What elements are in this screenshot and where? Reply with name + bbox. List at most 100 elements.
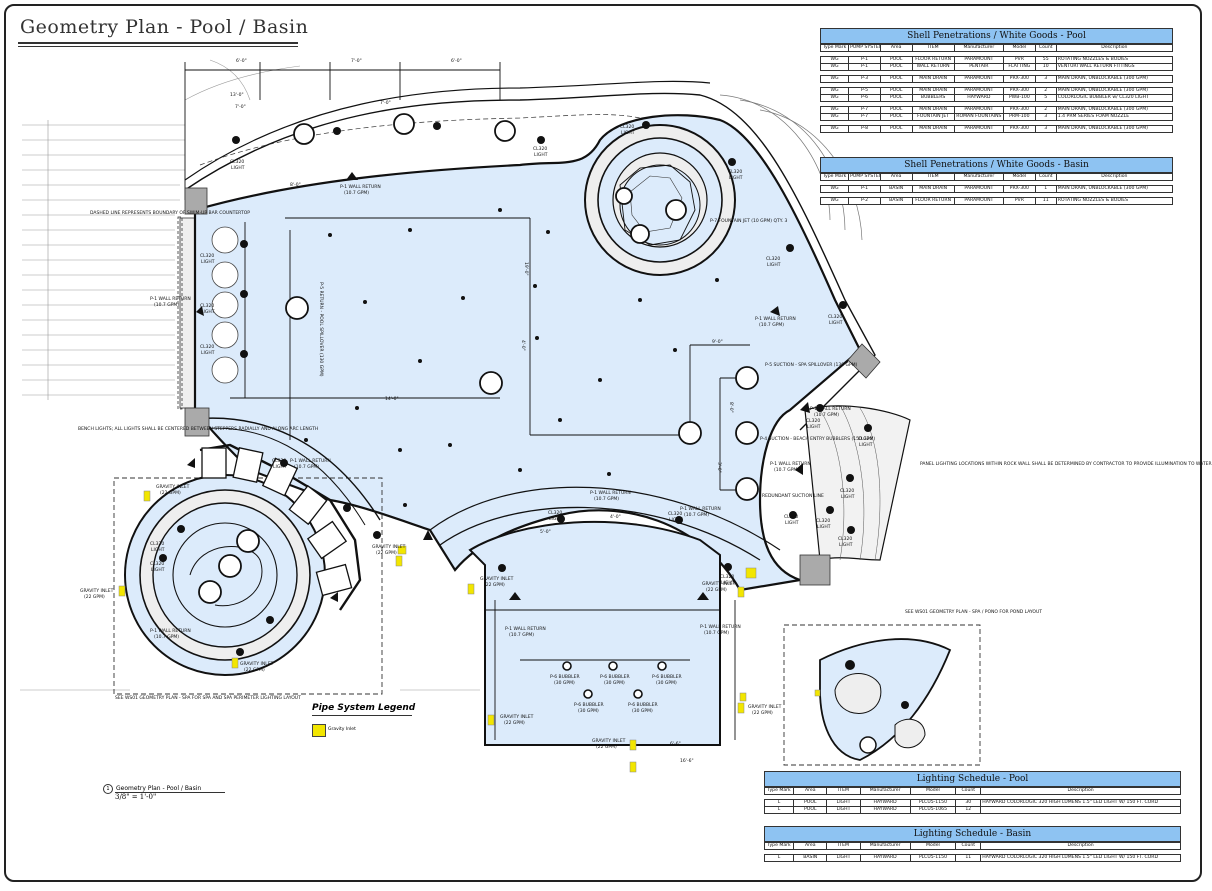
light-callout-cl320: CL320 bbox=[548, 510, 562, 516]
schedule-header-cell: Type Mark bbox=[763, 787, 795, 795]
schedule-cell: WG bbox=[819, 87, 850, 95]
light-callout-label: LIGHT bbox=[839, 542, 853, 548]
gravity-inlet-gpm: (22 GPM) bbox=[376, 550, 397, 556]
schedule-cell: BASIN bbox=[879, 185, 913, 193]
light-callout-label: LIGHT bbox=[231, 165, 245, 171]
schedule-cell: P-6 bbox=[848, 94, 881, 102]
schedule-header-cell: Count bbox=[955, 842, 982, 850]
schedule-cell: MAIN DRAIN, UNBLOCKABLE (300 GPM) bbox=[1055, 75, 1174, 83]
gravity-inlet-gpm: (22 GPM) bbox=[504, 720, 525, 726]
schedule-cell: 30 bbox=[955, 799, 982, 807]
dimension-label: 7'-0" bbox=[380, 100, 391, 106]
schedule-cell: HAYWARD COLORLOGIC 320 HIGH LUMENS 1.5" … bbox=[980, 799, 1181, 807]
rock-wall-bench bbox=[804, 405, 911, 561]
fountain-jet-label: P-7 FOUNTAIN JET (10 GPM) QTY. 3 bbox=[710, 218, 787, 224]
wall-return-gpm: (10.7 GPM) bbox=[684, 512, 709, 518]
schedule-header-cell: Count bbox=[1034, 44, 1057, 52]
pipe-legend-rule bbox=[312, 715, 412, 716]
pool-lights bbox=[159, 121, 872, 656]
schedule-cell: POOL bbox=[793, 806, 828, 814]
schedule-cell: POOL bbox=[879, 75, 913, 83]
main-drains bbox=[198, 113, 759, 604]
wall-return-label: P-1 WALL RETURN bbox=[810, 406, 851, 412]
wall-return-gpm: (10.7 GPM) bbox=[154, 302, 179, 308]
light-callout-cl320: CL320 bbox=[230, 159, 244, 165]
dimension-label: 3'-0" bbox=[716, 462, 722, 473]
schedule-cell: POOL bbox=[793, 799, 828, 807]
schedule-header-cell: Description bbox=[1055, 173, 1174, 181]
schedule-cell: PRX-300 bbox=[1003, 185, 1036, 193]
schedule-header-cell: Model bbox=[909, 842, 957, 850]
schedule-cell: MAIN DRAIN, UNBLOCKABLE (300 GPM) bbox=[1055, 185, 1174, 193]
schedule-cell: P-1 bbox=[848, 63, 881, 71]
schedule-cell: MAIN DRAIN bbox=[911, 75, 955, 83]
schedule-cell: WG bbox=[819, 185, 850, 193]
dimension-guides bbox=[184, 62, 750, 746]
wall-return-gpm: (10.7 GPM) bbox=[814, 412, 839, 418]
schedule-cell: PARAMOUNT bbox=[953, 75, 1005, 83]
redundant-suction-label: REDUNDANT SUCTION LINE bbox=[762, 493, 824, 499]
gravity-inlet-label: GRAVITY INLET bbox=[480, 576, 514, 582]
light-callout-label: LIGHT bbox=[785, 520, 799, 526]
schedule-cell: P-3 bbox=[848, 75, 881, 83]
schedule-header-cell: ITEM bbox=[911, 173, 955, 181]
schedule-header-cell: Manufacturer bbox=[859, 787, 911, 795]
wall-return-label: P-1 WALL RETURN bbox=[590, 490, 631, 496]
wall-return-gpm: (10.7 GPM) bbox=[594, 496, 619, 502]
schedule-title: Lighting Schedule - Basin bbox=[764, 826, 1181, 842]
schedule-cell: P-1 bbox=[848, 185, 881, 193]
light-callout-cl320: CL320 bbox=[838, 536, 852, 542]
schedule-header-cell: Model bbox=[1003, 173, 1036, 181]
schedule-cell: 1.4 PRM SERIES FOAM NOZZLE bbox=[1055, 113, 1174, 121]
schedule-cell: POOL bbox=[879, 113, 913, 121]
light-callout-label: LIGHT bbox=[201, 259, 215, 265]
light-callout-label: LIGHT bbox=[201, 350, 215, 356]
light-callout-cl320: CL320 bbox=[150, 561, 164, 567]
schedule-cell: PRX-300 bbox=[1003, 106, 1036, 114]
schedule-cell: PWB-100 bbox=[1003, 94, 1036, 102]
light-callout-cl320: CL320 bbox=[728, 169, 742, 175]
schedule-cell: POOL bbox=[879, 106, 913, 114]
light-callout-label: LIGHT bbox=[829, 320, 843, 326]
wall-return-arrows bbox=[187, 172, 810, 602]
dimension-label: 7'-0" bbox=[235, 104, 246, 110]
view-scale: 3/8" = 1'-0" bbox=[115, 793, 157, 801]
schedule-cell: MAIN DRAIN bbox=[911, 185, 955, 193]
wall-return-label: P-1 WALL RETURN bbox=[680, 506, 721, 512]
bubbler-label: P-6 BUBBLER bbox=[628, 702, 658, 708]
schedule-header-cell: Description bbox=[980, 787, 1181, 795]
light-callout-label: LIGHT bbox=[151, 547, 165, 553]
gravity-inlet-label: GRAVITY INLET bbox=[80, 588, 114, 594]
schedule-cell: WG bbox=[819, 94, 850, 102]
wall-return-gpm: (10.7 GPM) bbox=[509, 632, 534, 638]
light-callout-label: LIGHT bbox=[807, 424, 821, 430]
schedule-header-cell: ITEM bbox=[911, 44, 955, 52]
dimension-label: 4'-0" bbox=[520, 340, 526, 351]
schedule-cell: POOL bbox=[879, 94, 913, 102]
schedule-cell: WG bbox=[819, 197, 850, 205]
drawing-title: Geometry Plan - Pool / Basin bbox=[20, 16, 309, 38]
spa-bench-blocks bbox=[201, 447, 353, 597]
schedule-cell: MAIN DRAIN, UNBLOCKABLE (300 GPM) bbox=[1055, 125, 1174, 133]
schedule-cell: MAIN DRAIN bbox=[911, 106, 955, 114]
schedule-cell: HAYWARD COLORLOGIC 320 HIGH LUMENS 1.5" … bbox=[980, 854, 1181, 862]
wall-return-gpm: (10.7 GPM) bbox=[774, 467, 799, 473]
schedule-header-cell: ITEM bbox=[826, 787, 861, 795]
gravity-inlet-gpm: (22 GPM) bbox=[484, 582, 505, 588]
light-callout-label: LIGHT bbox=[549, 516, 563, 522]
schedule-cell: FLOOR RETURN bbox=[911, 197, 955, 205]
schedule-cell: WG bbox=[819, 63, 850, 71]
gravity-inlet-label: GRAVITY INLET bbox=[748, 704, 782, 710]
pipe-legend-label: Gravity Inlet bbox=[328, 727, 356, 732]
schedule-header-cell: Count bbox=[955, 787, 982, 795]
schedule-cell: HAYWARD bbox=[859, 806, 911, 814]
schedule-cell: 5 bbox=[1034, 94, 1057, 102]
light-callout-cl320: CL320 bbox=[816, 518, 830, 524]
